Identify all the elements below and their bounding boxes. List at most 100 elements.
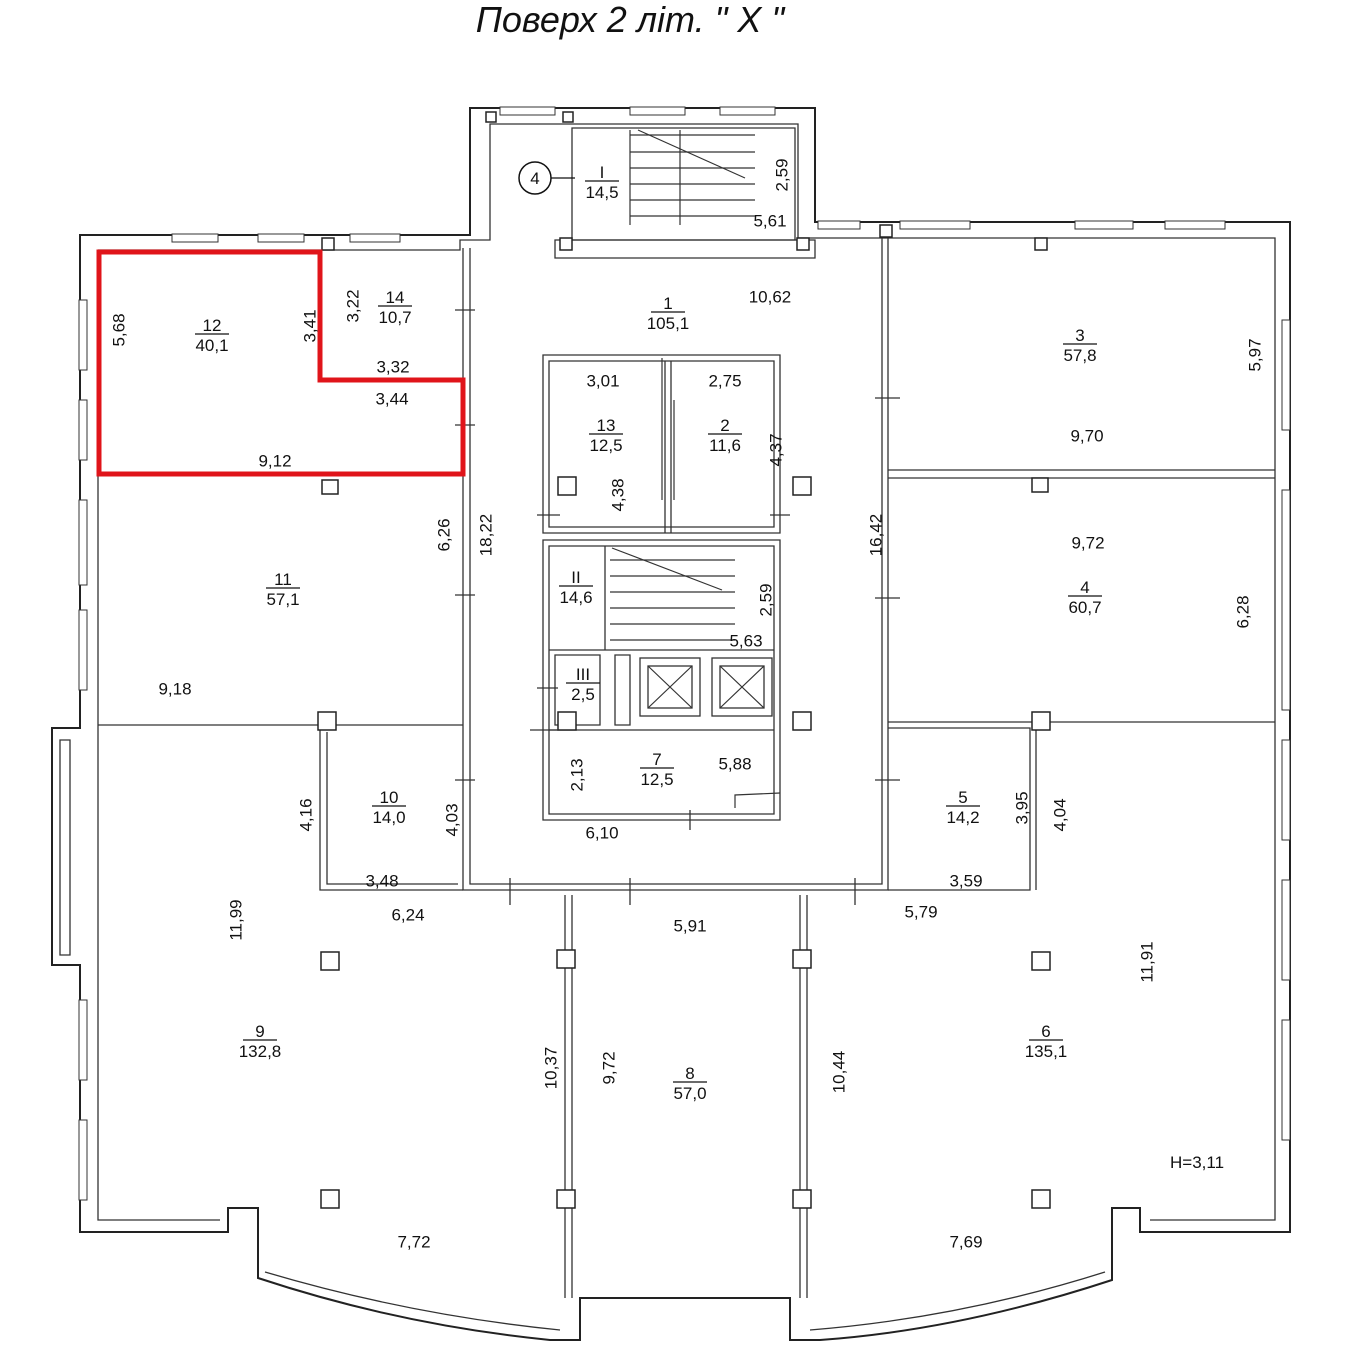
room-label-8: 857,0 <box>673 1064 707 1103</box>
dimension-label: 3,41 <box>300 309 319 342</box>
room-label-2: 211,6 <box>708 416 742 455</box>
dimension-label: 7,69 <box>949 1232 982 1251</box>
dimension-label: 3,32 <box>376 357 409 376</box>
room-label-4: 460,7 <box>1068 578 1102 617</box>
room-number: 6 <box>1041 1022 1050 1041</box>
section-marker: 4 <box>518 161 575 195</box>
room-number: 13 <box>597 416 616 435</box>
room-number: 7 <box>652 750 661 769</box>
door-ticks <box>455 309 900 905</box>
room-number: III <box>576 665 590 684</box>
room-label-5: 514,2 <box>946 788 980 827</box>
dimension-label: 4,04 <box>1050 798 1069 831</box>
dimension-label: 6,26 <box>434 518 453 551</box>
dimension-label: 9,18 <box>158 679 191 698</box>
room-number: 3 <box>1075 326 1084 345</box>
dimension-label: 5,61 <box>753 211 786 230</box>
room-area: 2,5 <box>571 685 595 704</box>
room-area: 14,2 <box>946 808 979 827</box>
room-number: 10 <box>380 788 399 807</box>
section-marker-label: 4 <box>530 169 539 188</box>
room-number: 5 <box>958 788 967 807</box>
room-area: 14,5 <box>585 183 618 202</box>
dimension-label: 9,12 <box>258 451 291 470</box>
dimension-label: 6,28 <box>1233 595 1252 628</box>
dimension-label: 5,97 <box>1245 338 1264 371</box>
dimension-label: 5,68 <box>109 313 128 346</box>
room-number: 1 <box>663 294 672 313</box>
room-area: 40,1 <box>195 336 228 355</box>
dimension-label: 3,01 <box>586 371 619 390</box>
dimension-label: 6,10 <box>585 823 618 842</box>
dimension-label: 2,59 <box>772 158 791 191</box>
dimension-label: 2,75 <box>708 371 741 390</box>
room-area: 14,0 <box>372 808 405 827</box>
room-number: 14 <box>386 288 405 307</box>
dimension-label: 9,72 <box>599 1051 618 1084</box>
columns <box>317 111 1051 1209</box>
room-number: 12 <box>203 316 222 335</box>
dimension-label: 2,13 <box>567 758 586 791</box>
dimension-label: 7,72 <box>397 1232 430 1251</box>
dimension-label: 9,70 <box>1070 426 1103 445</box>
dimension-label: 5,91 <box>673 916 706 935</box>
stairs <box>610 129 755 641</box>
dimension-label: 10,62 <box>749 287 792 306</box>
elevators <box>639 657 781 808</box>
dimension-label: 4,03 <box>442 803 461 836</box>
room-number: 8 <box>685 1064 694 1083</box>
dimension-label: 10,44 <box>829 1051 848 1094</box>
room-area: 57,0 <box>673 1084 706 1103</box>
walls <box>51 107 1291 1341</box>
dimension-label: 5,63 <box>729 631 762 650</box>
dimension-label: 3,22 <box>343 289 362 322</box>
room-area: 132,8 <box>239 1042 282 1061</box>
dimension-label: 4,16 <box>296 798 315 831</box>
dimension-label: 11,99 <box>226 899 245 940</box>
room-number: 11 <box>274 570 292 589</box>
dimension-label: 3,59 <box>949 871 982 890</box>
dimension-label: 5,79 <box>904 902 937 921</box>
room-area: 57,8 <box>1063 346 1096 365</box>
dimension-label: 18,22 <box>476 514 495 557</box>
dimension-label: 9,72 <box>1071 533 1104 552</box>
dimension-label: 4,38 <box>608 478 627 511</box>
dimension-label: 3,95 <box>1012 791 1031 824</box>
room-label-3: 357,8 <box>1063 326 1097 365</box>
dimension-label: 3,48 <box>365 871 398 890</box>
room-label-7: 712,5 <box>640 750 674 789</box>
room-number: 4 <box>1080 578 1089 597</box>
room-area: 135,1 <box>1025 1042 1068 1061</box>
dimension-label: 11,91 <box>1137 941 1156 982</box>
dimension-label: 6,24 <box>391 905 424 924</box>
dimension-label: 3,44 <box>375 389 408 408</box>
room-label-I: I14,5 <box>585 163 619 202</box>
room-area: 14,6 <box>559 588 592 607</box>
windows <box>78 106 1291 1201</box>
room-labels: 1105,1211,6357,8460,7514,26135,1712,5857… <box>195 163 1102 1103</box>
room-area: 11,6 <box>709 436 741 455</box>
room-area: 12,5 <box>640 770 673 789</box>
room-number: 2 <box>720 416 729 435</box>
room-number: I <box>600 163 605 182</box>
room-area: 10,7 <box>378 308 411 327</box>
dimension-label: 5,88 <box>718 754 751 773</box>
room-number: 9 <box>255 1022 264 1041</box>
room-area: 105,1 <box>647 314 690 333</box>
room-area: 60,7 <box>1068 598 1101 617</box>
dimension-label: 10,37 <box>541 1047 560 1090</box>
highlighted-room-outline <box>96 249 466 477</box>
plan-title: Поверх 2 літ. " X " <box>476 0 787 40</box>
